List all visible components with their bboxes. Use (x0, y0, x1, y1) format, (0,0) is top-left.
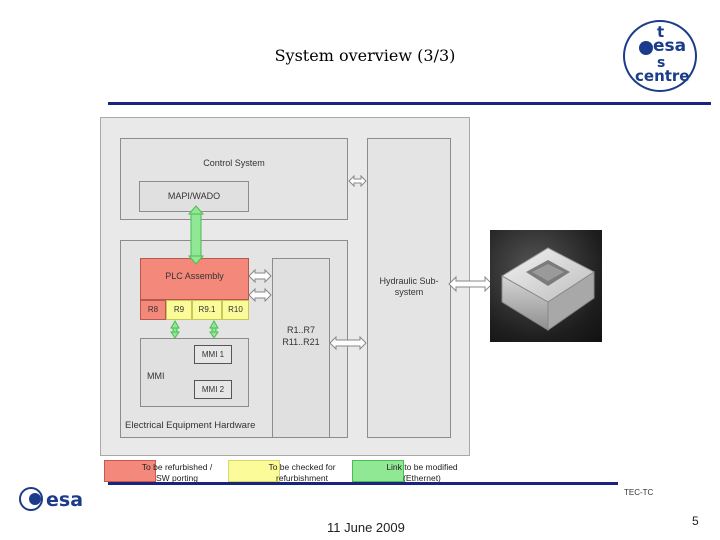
slide-date: 11 June 2009 (327, 520, 405, 535)
esa-logo: esa (18, 485, 88, 515)
legend-text-refurbish: To be refurbished / SW porting (141, 462, 213, 483)
slide-title: System overview (3/3) (274, 46, 456, 65)
legend-swatch-link (352, 460, 404, 482)
mapi-wado-label: MAPI/WADO (167, 191, 221, 201)
legend-text-check: To be checked for refurbishment (268, 462, 336, 483)
system-diagram: Control System MAPI/WADO Hydraulic Sub-s… (100, 117, 470, 456)
page-number: 5 (692, 514, 699, 528)
ethernet-link-arrow (187, 205, 205, 265)
rack-r9-1-label: R9.1 (198, 305, 216, 314)
plc-assembly-label: PLC Assembly (165, 271, 224, 281)
rack-r8-label: R8 (147, 305, 159, 314)
electrical-equipment-box: PLC Assembly R8 R9 R9.1 R10 MMI MMI 1 MM… (120, 240, 348, 438)
department-code: TEC-TC (624, 488, 654, 497)
diagram-connectors (170, 174, 367, 351)
mmi-label: MMI (147, 371, 165, 381)
rack-r8: R8 (140, 300, 166, 320)
plc-assembly-box: PLC Assembly (140, 258, 249, 300)
tesa-logo-t: t (657, 23, 665, 41)
rack-r10: R10 (222, 300, 249, 320)
tesa-logo-s: s (657, 55, 666, 71)
esa-logo-text: esa (46, 489, 83, 511)
electrical-equipment-label: Electrical Equipment Hardware (125, 420, 256, 431)
tesa-logo-esa: esa (653, 36, 687, 56)
grey-link-arrows (248, 174, 367, 351)
hydraulic-to-image-arrow (448, 276, 493, 292)
tesa-logo-centre: centre (635, 67, 690, 85)
mmi-link-arrows (170, 319, 219, 339)
esa-logo-mark: esa (19, 487, 83, 511)
mmi-box: MMI MMI 1 MMI 2 (140, 338, 249, 407)
mmi1-box: MMI 1 (194, 345, 232, 364)
rack-r10-label: R10 (228, 305, 243, 314)
control-system-label: Control System (203, 158, 265, 168)
hydraulic-subsystem-label: Hydraulic Sub-system (379, 276, 439, 297)
legend-swatch-refurbish (104, 460, 156, 482)
mmi2-label: MMI 2 (201, 385, 225, 394)
racks-range-2: R11..R21 (282, 337, 320, 347)
mmi2-box: MMI 2 (194, 380, 232, 399)
rack-r9-1: R9.1 (192, 300, 222, 320)
racks-r1-r21-box: R1..R7 R11..R21 (272, 258, 330, 438)
shaker-table-render (501, 247, 595, 331)
tesa-centre-logo: t esa s centre (623, 20, 697, 92)
header-rule (108, 102, 711, 105)
rack-r9-label: R9 (173, 305, 185, 314)
tesa-logo-e-mark (639, 41, 653, 55)
legend-swatch-check (228, 460, 280, 482)
legend-text-link: Link to be modified (Ethernet) (386, 462, 458, 483)
rack-r9: R9 (166, 300, 192, 320)
footer-rule (108, 482, 618, 485)
hydraulic-subsystem-box: Hydraulic Sub-system (367, 138, 451, 438)
mmi1-label: MMI 1 (201, 350, 225, 359)
shaker-table-image (490, 230, 602, 342)
control-system-box: Control System MAPI/WADO (120, 138, 348, 220)
mapi-wado-box: MAPI/WADO (139, 181, 249, 212)
racks-range-1: R1..R7 (286, 325, 315, 335)
